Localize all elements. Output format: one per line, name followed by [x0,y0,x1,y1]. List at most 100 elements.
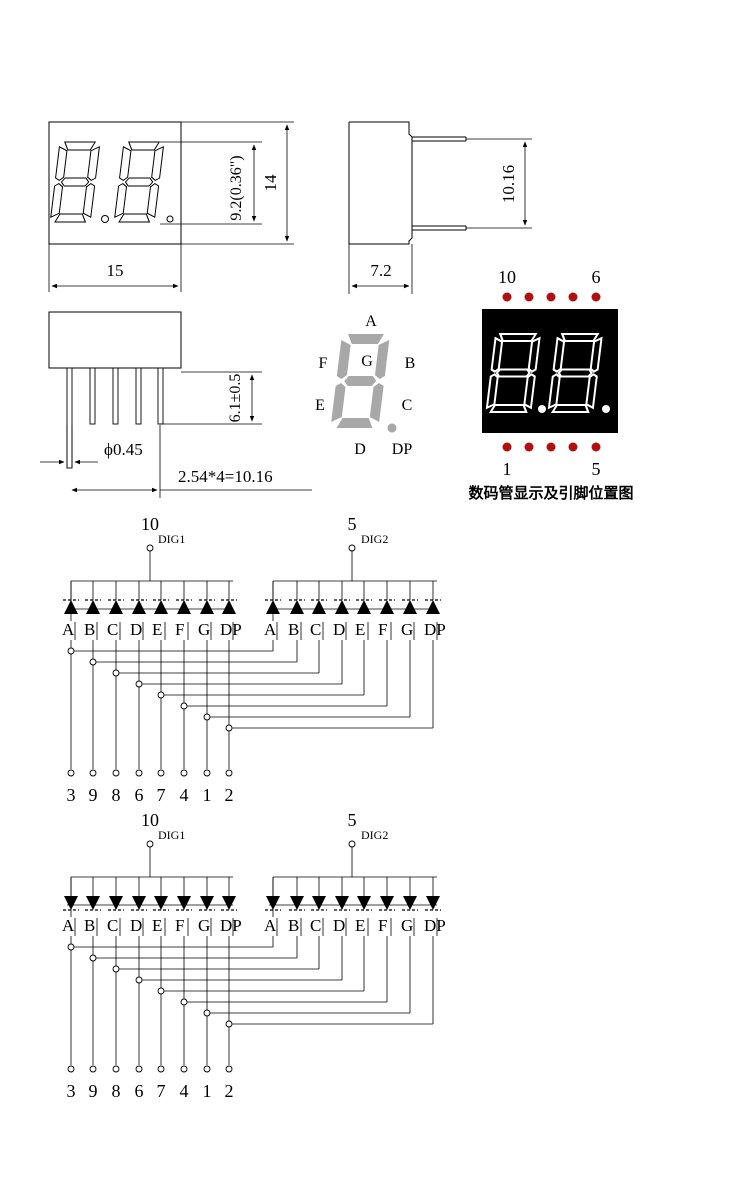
bottom-pin [135,367,142,425]
segment-label-f: F [175,916,184,935]
bottom-view: 6.1±0.5 ϕ0.45 2.54*4=10.16 [40,311,312,498]
segment-label-b: B [288,916,299,935]
led-diode-c [312,896,326,910]
junction [67,943,75,951]
segment-f [490,336,504,373]
front-height-label: 14 [261,174,280,192]
segment-e [547,373,561,410]
segment-f [336,340,351,379]
bottom-pin [66,367,73,469]
pin-terminal [203,1065,211,1073]
segment-a [560,333,600,342]
pinout-digit-1 [485,333,541,413]
segment-label-d: D [130,620,142,639]
segment-b [589,336,603,373]
legend-label-e: E [315,397,325,414]
segment-label-e: E [152,916,162,935]
segment-label-c: C [310,916,321,935]
junction [180,702,188,710]
segment-label-g: G [401,620,413,639]
segment-d [336,418,373,428]
pin-dot [591,292,601,302]
segment-label-g: G [401,916,413,935]
segment-c [82,182,96,219]
led-diode-e [154,600,168,614]
pin-terminal [180,1065,188,1073]
pin-number: 3 [67,1081,76,1101]
pin-number: 6 [135,1081,144,1101]
pin-number: 2 [225,785,234,805]
led-diode-b [86,896,100,910]
pinout-digits [485,333,610,413]
pin-dot [546,442,556,452]
segment-b [374,340,390,379]
front-dp-1 [101,215,109,223]
led-diode-g [200,896,214,910]
segment-label-e: E [355,916,365,935]
front-width-label: 15 [107,261,124,280]
dig1-label: DIG1 [158,828,185,842]
led-diode-c [109,600,123,614]
segment-label-e: E [355,620,365,639]
pin-terminal [112,769,120,777]
junction [67,647,75,655]
pin-number: 1 [203,1081,212,1101]
pin-number: 2 [225,1081,234,1101]
pin-terminal [89,1065,97,1073]
legend-seven-segment [331,334,390,428]
segment-g [124,177,154,187]
pin-label-5: 5 [592,459,601,479]
depth-label: 7.2 [370,261,391,280]
junction [157,987,165,995]
led-diode-f [177,896,191,910]
junction [203,713,211,721]
junction [135,976,143,984]
front-digit-outlines [50,141,174,223]
segment-d [488,404,528,413]
common-pin-terminal [146,544,154,552]
segment-a [64,141,97,151]
segment-d [550,404,590,413]
segment-g [557,368,593,378]
front-view: 15 14 9.2(0.36") [48,121,294,292]
led-diode-c [312,600,326,614]
pin-number: 4 [180,785,189,805]
pinout-view: 10 6 1 5 数码管显示及引脚位置图 [468,267,633,502]
pin-number: 9 [89,785,98,805]
segment-f [119,145,132,182]
led-diode-d [335,600,349,614]
segment-label-f: F [378,620,387,639]
segment-g [60,177,90,187]
segment-a [128,141,161,151]
front-outline [48,121,182,245]
led-diode-b [290,896,304,910]
dig1-label: DIG1 [158,532,185,546]
segment-label-c: C [107,620,118,639]
segment-label-d: D [333,916,345,935]
bottom-pin [112,367,119,425]
segment-label-b: B [84,916,95,935]
legend-label-c: C [402,397,413,414]
legend-label-f: F [319,355,328,372]
segment-legend: A B C D E F G DP [315,313,415,458]
led-diode-e [357,896,371,910]
legend-label-b: B [405,355,416,372]
pin-dot [591,442,601,452]
common-pin-terminal [146,840,154,848]
side-view: 10.16 7.2 [348,121,532,294]
segment-b [87,145,101,182]
segment-label-dp: DP [220,916,242,935]
junction [89,658,97,666]
pin-row-label: 10.16 [499,165,518,203]
pinout-caption: 数码管显示及引脚位置图 [468,484,633,502]
pin-number: 7 [157,785,166,805]
led-diode-g [403,896,417,910]
pin-terminal [89,769,97,777]
legend-label-a: A [365,313,377,330]
pinout-digit-2 [547,333,603,413]
segment-label-d: D [130,916,142,935]
led-diode-a [64,600,78,614]
legend-label-dp: DP [392,441,413,458]
junction [180,998,188,1006]
